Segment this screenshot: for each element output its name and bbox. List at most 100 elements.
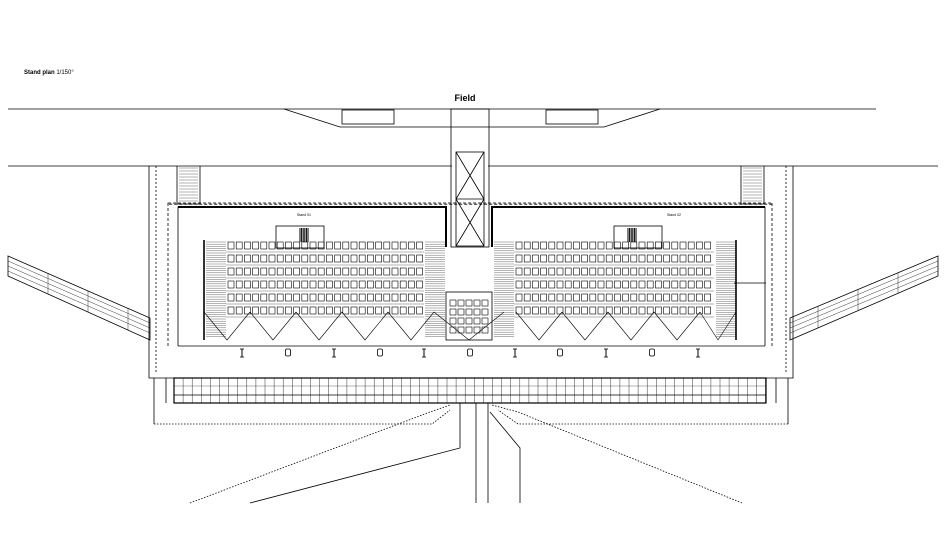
seat xyxy=(244,267,251,276)
seat xyxy=(532,254,539,263)
seat xyxy=(605,267,613,276)
seat xyxy=(334,280,341,289)
seat xyxy=(326,241,333,250)
seat xyxy=(556,267,564,276)
seat xyxy=(622,280,629,289)
seat xyxy=(408,293,415,302)
seat xyxy=(573,306,580,315)
seat xyxy=(416,280,423,289)
seat xyxy=(358,280,366,289)
seat xyxy=(342,280,350,289)
seat xyxy=(375,293,382,302)
seat xyxy=(597,293,605,302)
seat xyxy=(532,267,539,276)
seat xyxy=(581,293,588,302)
seat xyxy=(630,280,638,289)
seat xyxy=(540,280,547,289)
seat xyxy=(416,241,423,250)
brace xyxy=(653,311,701,341)
seat xyxy=(285,306,292,315)
seat xyxy=(556,280,564,289)
seat xyxy=(515,293,523,302)
seat xyxy=(326,306,333,315)
seat xyxy=(622,267,629,276)
seat xyxy=(556,254,564,263)
seat xyxy=(326,254,333,263)
seat xyxy=(663,241,670,250)
aisle-seat xyxy=(465,326,473,334)
seat xyxy=(655,280,662,289)
aisle-seat xyxy=(473,326,481,334)
seat xyxy=(597,241,605,250)
seat xyxy=(260,293,268,302)
seat xyxy=(523,280,531,289)
column xyxy=(649,348,655,357)
caption-scale: 1/150° xyxy=(54,70,74,76)
seat xyxy=(589,241,597,250)
stand-left-enclosure xyxy=(177,206,447,346)
seat xyxy=(383,293,391,302)
seat xyxy=(630,241,638,250)
seat xyxy=(532,280,539,289)
seat xyxy=(285,241,292,250)
seat xyxy=(696,293,703,302)
seat xyxy=(309,293,317,302)
seat xyxy=(367,280,374,289)
aisle-seat xyxy=(465,308,473,316)
seat xyxy=(408,280,415,289)
column xyxy=(285,348,291,357)
seat xyxy=(252,267,259,276)
aisle-seat xyxy=(481,299,489,307)
seat xyxy=(564,306,572,315)
ramp-left xyxy=(7,255,151,341)
seat xyxy=(375,280,382,289)
seat xyxy=(293,306,300,315)
seat xyxy=(244,293,251,302)
seat xyxy=(227,267,235,276)
seat xyxy=(548,280,556,289)
seat xyxy=(358,306,366,315)
seat xyxy=(317,293,325,302)
seat xyxy=(523,293,531,302)
seat xyxy=(540,306,547,315)
aisle-seat xyxy=(457,317,465,325)
brace xyxy=(561,311,609,341)
seat xyxy=(235,241,243,250)
seat xyxy=(704,254,711,263)
seat xyxy=(646,306,654,315)
seat xyxy=(573,241,580,250)
column xyxy=(377,348,383,357)
seat xyxy=(605,280,613,289)
seat xyxy=(276,293,284,302)
seat xyxy=(309,267,317,276)
seat xyxy=(646,293,654,302)
seat xyxy=(276,254,284,263)
aisle-seat xyxy=(481,317,489,325)
seat xyxy=(383,280,391,289)
seat xyxy=(540,267,547,276)
seat xyxy=(358,241,366,250)
seat xyxy=(671,267,679,276)
seat xyxy=(408,254,415,263)
seat xyxy=(309,241,317,250)
seat xyxy=(260,306,268,315)
seat xyxy=(391,241,399,250)
seat xyxy=(235,280,243,289)
brace xyxy=(699,311,737,341)
seat xyxy=(704,306,711,315)
seat xyxy=(630,306,638,315)
seat xyxy=(687,267,695,276)
seat xyxy=(342,267,350,276)
seat xyxy=(268,267,276,276)
seat xyxy=(523,267,531,276)
seat xyxy=(383,267,391,276)
seat xyxy=(317,241,325,250)
seat xyxy=(638,306,646,315)
seat xyxy=(383,241,391,250)
seat xyxy=(548,306,556,315)
dugout-right-box xyxy=(545,109,599,125)
seat xyxy=(573,280,580,289)
seat xyxy=(515,306,523,315)
drawing-caption: Stand plan 1/150° xyxy=(24,70,74,76)
seat xyxy=(244,254,251,263)
